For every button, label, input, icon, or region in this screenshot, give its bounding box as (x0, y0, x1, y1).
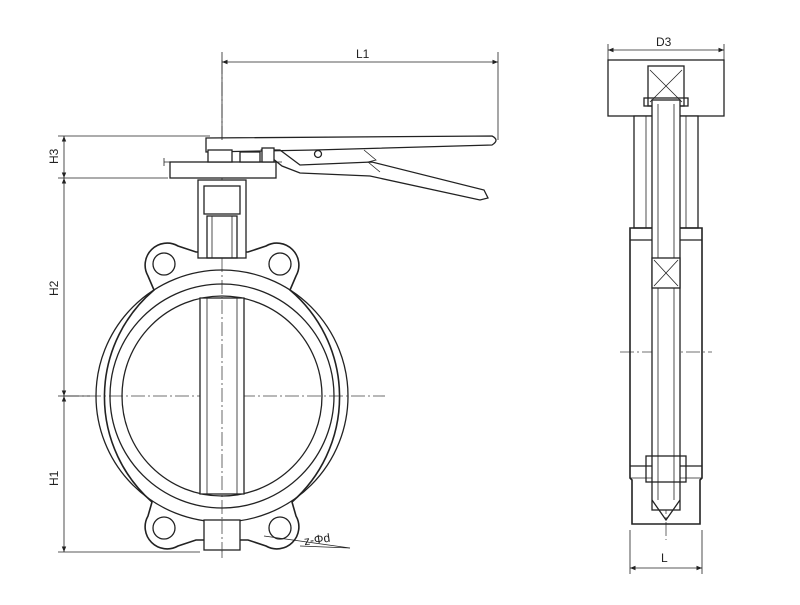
bolt-hole-bottom-left (152, 516, 176, 540)
valve-neck (197, 179, 247, 259)
D3-label: D3 (656, 35, 672, 49)
side-stem (651, 99, 681, 511)
stem-housing (206, 215, 238, 259)
neck-window (203, 185, 241, 215)
lever-latch (260, 149, 489, 201)
front-dimensions: L1 H3 H2 H1 (47, 47, 499, 553)
lever-handle (205, 135, 497, 153)
side-view (607, 59, 725, 540)
L-label: L (661, 551, 668, 565)
lever-pivot (313, 149, 323, 159)
bolt-hole-bottom-right (268, 516, 292, 540)
lever-boss (207, 149, 233, 163)
side-dimensions: D3 L (607, 35, 725, 574)
seat-ring (109, 283, 335, 509)
front-view: z-Φd (65, 60, 497, 560)
valve-body-outline (103, 242, 341, 550)
holes-label: z-Φd (303, 531, 331, 549)
holes-leader (263, 535, 351, 549)
top-plate (169, 161, 277, 179)
bore-inner (121, 295, 323, 497)
H1-label: H1 (47, 470, 61, 486)
bolt-hole-top-right (268, 252, 292, 276)
bolt-hole-top-left (152, 252, 176, 276)
side-body-outline (629, 227, 703, 525)
L1-label: L1 (356, 47, 370, 61)
H3-label: H3 (47, 148, 61, 164)
side-stem-tip (651, 499, 681, 522)
H2-label: H2 (47, 280, 61, 296)
